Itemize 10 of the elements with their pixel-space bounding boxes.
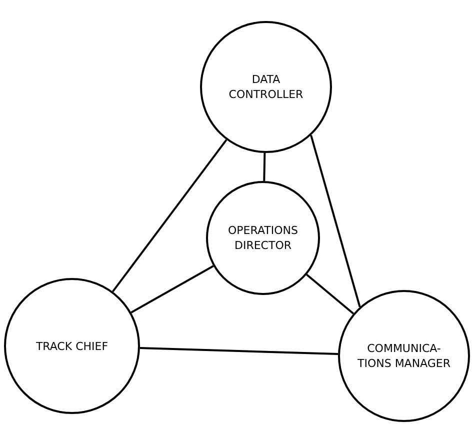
- connector-line: [306, 274, 354, 314]
- connector-line: [310, 135, 361, 308]
- connector-line: [112, 139, 228, 292]
- role-label: OPERATIONS DIRECTOR: [227, 223, 299, 253]
- connector-line: [263, 152, 266, 182]
- role-label: TRACK CHIEF: [36, 338, 108, 354]
- role-label: DATA CONTROLLER: [228, 72, 304, 102]
- role-label: COMMUNICA- TIONS MANAGER: [356, 341, 452, 371]
- connector-line: [140, 347, 338, 356]
- connector-line: [130, 265, 214, 314]
